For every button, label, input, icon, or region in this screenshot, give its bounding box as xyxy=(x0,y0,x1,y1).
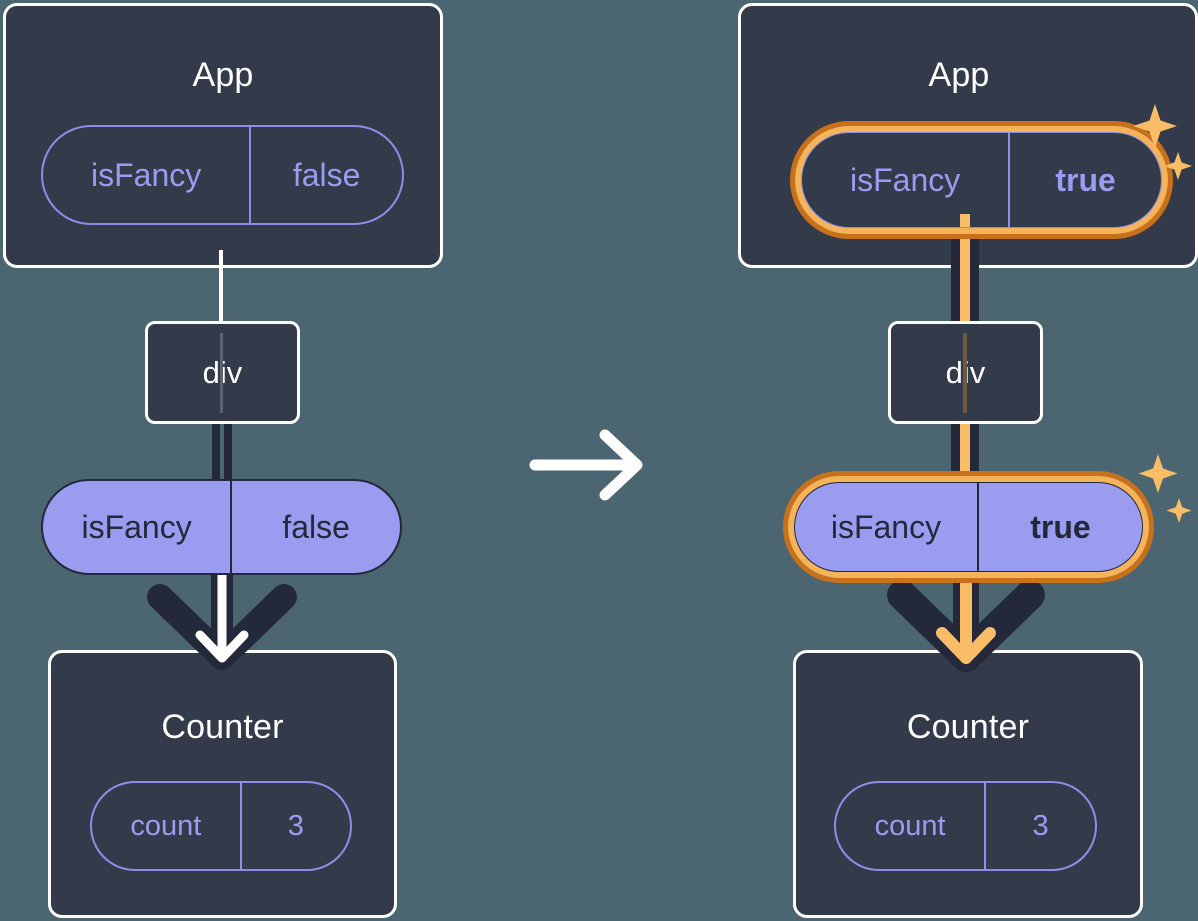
app-state-key-after: isFancy xyxy=(802,133,1011,227)
counter-state-pill-after: count 3 xyxy=(834,781,1097,871)
prop-pill-key-after: isFancy xyxy=(795,483,979,571)
app-state-pill-before: isFancy false xyxy=(41,125,404,225)
app-title-after: App xyxy=(928,56,990,94)
counter-state-key-after: count xyxy=(836,783,987,869)
app-title-before: App xyxy=(192,56,254,94)
prop-pill-before: isFancy false xyxy=(41,479,402,575)
prop-pill-after: isFancy true xyxy=(793,481,1144,573)
connector-through-div-before xyxy=(220,333,223,413)
counter-title-after: Counter xyxy=(906,708,1030,746)
prop-pill-key-before: isFancy xyxy=(43,481,233,573)
prop-flow-arrow-orange-after xyxy=(936,565,996,664)
connector-app-to-div-before xyxy=(219,250,223,326)
app-state-pill-after: isFancy true xyxy=(800,131,1163,229)
sparkle-icon-prop-after xyxy=(1138,454,1192,523)
counter-state-pill-before: count 3 xyxy=(90,781,352,871)
prop-flow-arrow-white-before xyxy=(195,565,249,663)
counter-state-value-before: 3 xyxy=(287,809,304,842)
app-state-value-before: false xyxy=(292,156,361,193)
connector-through-div-after xyxy=(963,333,967,413)
app-state-value-after: true xyxy=(1055,161,1116,198)
app-state-key-before: isFancy xyxy=(43,127,252,223)
prop-pill-value-after: true xyxy=(1030,508,1091,545)
connector-div-to-prop-before xyxy=(212,420,220,490)
counter-title-before: Counter xyxy=(161,708,284,746)
transition-arrow-icon xyxy=(529,429,643,501)
counter-state-key-before: count xyxy=(92,783,242,869)
prop-pill-value-before: false xyxy=(282,508,350,545)
counter-state-value-after: 3 xyxy=(1032,809,1049,842)
connector-div-to-prop-before-2 xyxy=(224,420,232,490)
